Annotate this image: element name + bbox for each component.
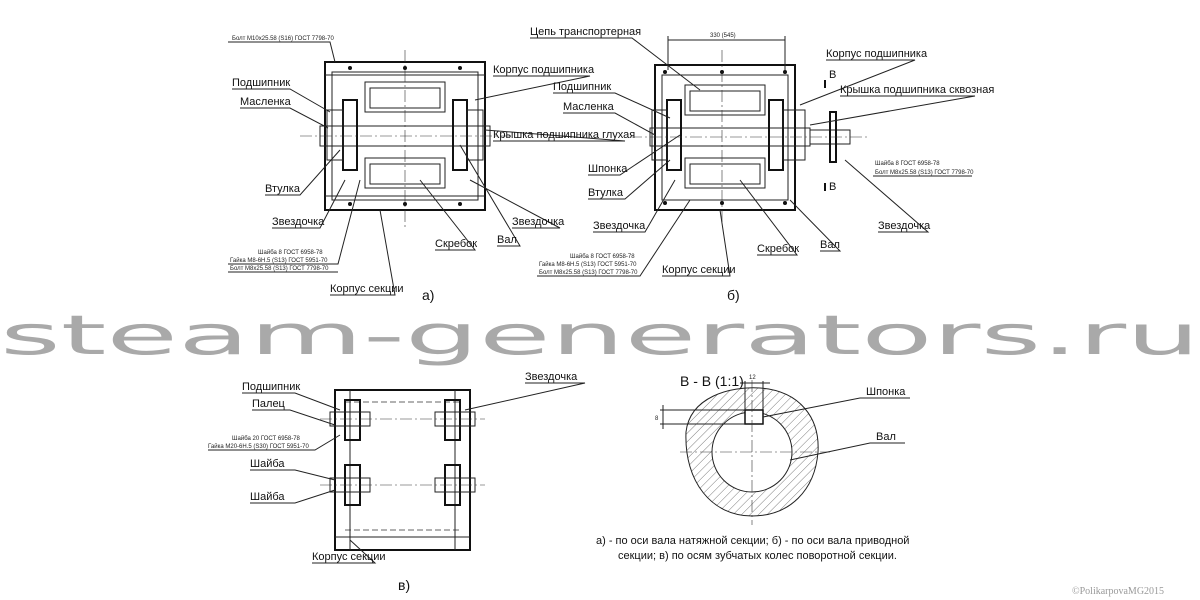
label-shaft: Вал — [820, 239, 840, 251]
label-washer20: Шайба 20 ГОСТ 6958-78 — [232, 435, 301, 442]
label-washer-2: Шайба — [250, 491, 285, 503]
label-shaft: Вал — [497, 234, 517, 246]
section-bb: В - В (1:1) 12 8 Шпонка Вал — [655, 373, 910, 525]
label-shaft: Вал — [876, 431, 896, 443]
label-bushing: Втулка — [265, 183, 301, 195]
label-washer-right: Шайба 8 ГОСТ 6958-78 — [875, 160, 940, 167]
label-bearing: Подшипник — [232, 77, 290, 89]
label-sprocket-right: Звездочка — [878, 220, 931, 232]
label-scraper: Скребок — [757, 243, 799, 255]
label-pin: Палец — [252, 398, 286, 410]
view-b: Цепь транспортерная 330 (545) Корпус под… — [530, 26, 994, 303]
label-sprocket: Звездочка — [593, 220, 646, 232]
label-section-housing: Корпус секции — [330, 283, 404, 295]
label-bushing: Втулка — [588, 187, 624, 199]
label-scraper: Скребок — [435, 238, 477, 250]
watermark: steam-generators.ru — [0, 304, 1200, 367]
label-bolt: Болт М8х25.58 (S13) ГОСТ 7798-70 — [230, 266, 329, 272]
label-nut: Гайка М8-6Н.5 (S13) ГОСТ 5951-70 — [230, 257, 328, 264]
view-c: Подшипник Палец Шайба 20 ГОСТ 6958-78 Га… — [208, 371, 586, 593]
section-mark-bottom: B — [829, 181, 836, 193]
label-bearing-housing: Корпус подшипника — [826, 48, 928, 60]
label-blind-cover: Крышка подшипника глухая — [493, 129, 635, 141]
dimension-330: 330 (545) — [710, 33, 736, 39]
label-washer-1: Шайба — [250, 458, 285, 470]
label-sprocket: Звездочка — [525, 371, 578, 383]
label-bolt-right: Болт М8х25.58 (S13) ГОСТ 7798-70 — [875, 170, 974, 176]
label-sprocket: Звездочка — [272, 216, 325, 228]
label-key: Шпонка — [866, 386, 906, 398]
caption-a: а) — [422, 287, 434, 303]
label-washer: Шайба 8 ГОСТ 6958-78 — [570, 253, 635, 260]
label-oiler: Масленка — [563, 101, 615, 113]
key-slot — [744, 409, 764, 425]
caption-c: в) — [398, 577, 410, 593]
label-bearing: Подшипник — [553, 81, 611, 93]
label-oiler: Масленка — [240, 96, 292, 108]
caption-line-1: а) - по оси вала натяжной секции; б) - п… — [596, 535, 909, 547]
dimension-8: 8 — [655, 416, 659, 422]
label-sprocket-right: Звездочка — [512, 216, 565, 228]
label-chain: Цепь транспортерная — [530, 26, 641, 38]
section-mark-top: B — [829, 69, 836, 81]
label-section-housing: Корпус секции — [312, 551, 386, 563]
label-through-cover: Крышка подшипника сквозная — [840, 84, 994, 96]
section-title: В - В (1:1) — [680, 373, 744, 389]
view-a: Болт М10х25.58 (S16) ГОСТ 7798-70 Подшип… — [228, 36, 635, 303]
caption-line-2: секции; в) по осям зубчатых колес поворо… — [618, 550, 897, 562]
label-washer: Шайба 8 ГОСТ 6958-78 — [258, 249, 323, 256]
label-section-housing: Корпус секции — [662, 264, 736, 276]
label-bolt: Болт М8х25.58 (S13) ГОСТ 7798-70 — [539, 270, 638, 276]
label-bearing: Подшипник — [242, 381, 300, 393]
copyright: ©PolikarpovaMG2015 — [1072, 586, 1164, 597]
label-nut20: Гайка М20-6Н.5 (S30) ГОСТ 5951-70 — [208, 443, 309, 450]
label-nut: Гайка М8-6Н.5 (S13) ГОСТ 5951-70 — [539, 261, 637, 268]
label-key: Шпонка — [588, 163, 628, 175]
label-bearing-housing: Корпус подшипника — [493, 64, 595, 76]
dimension-12: 12 — [749, 375, 756, 381]
caption-b: б) — [727, 287, 740, 303]
label-bolt-m10: Болт М10х25.58 (S16) ГОСТ 7798-70 — [232, 36, 334, 42]
